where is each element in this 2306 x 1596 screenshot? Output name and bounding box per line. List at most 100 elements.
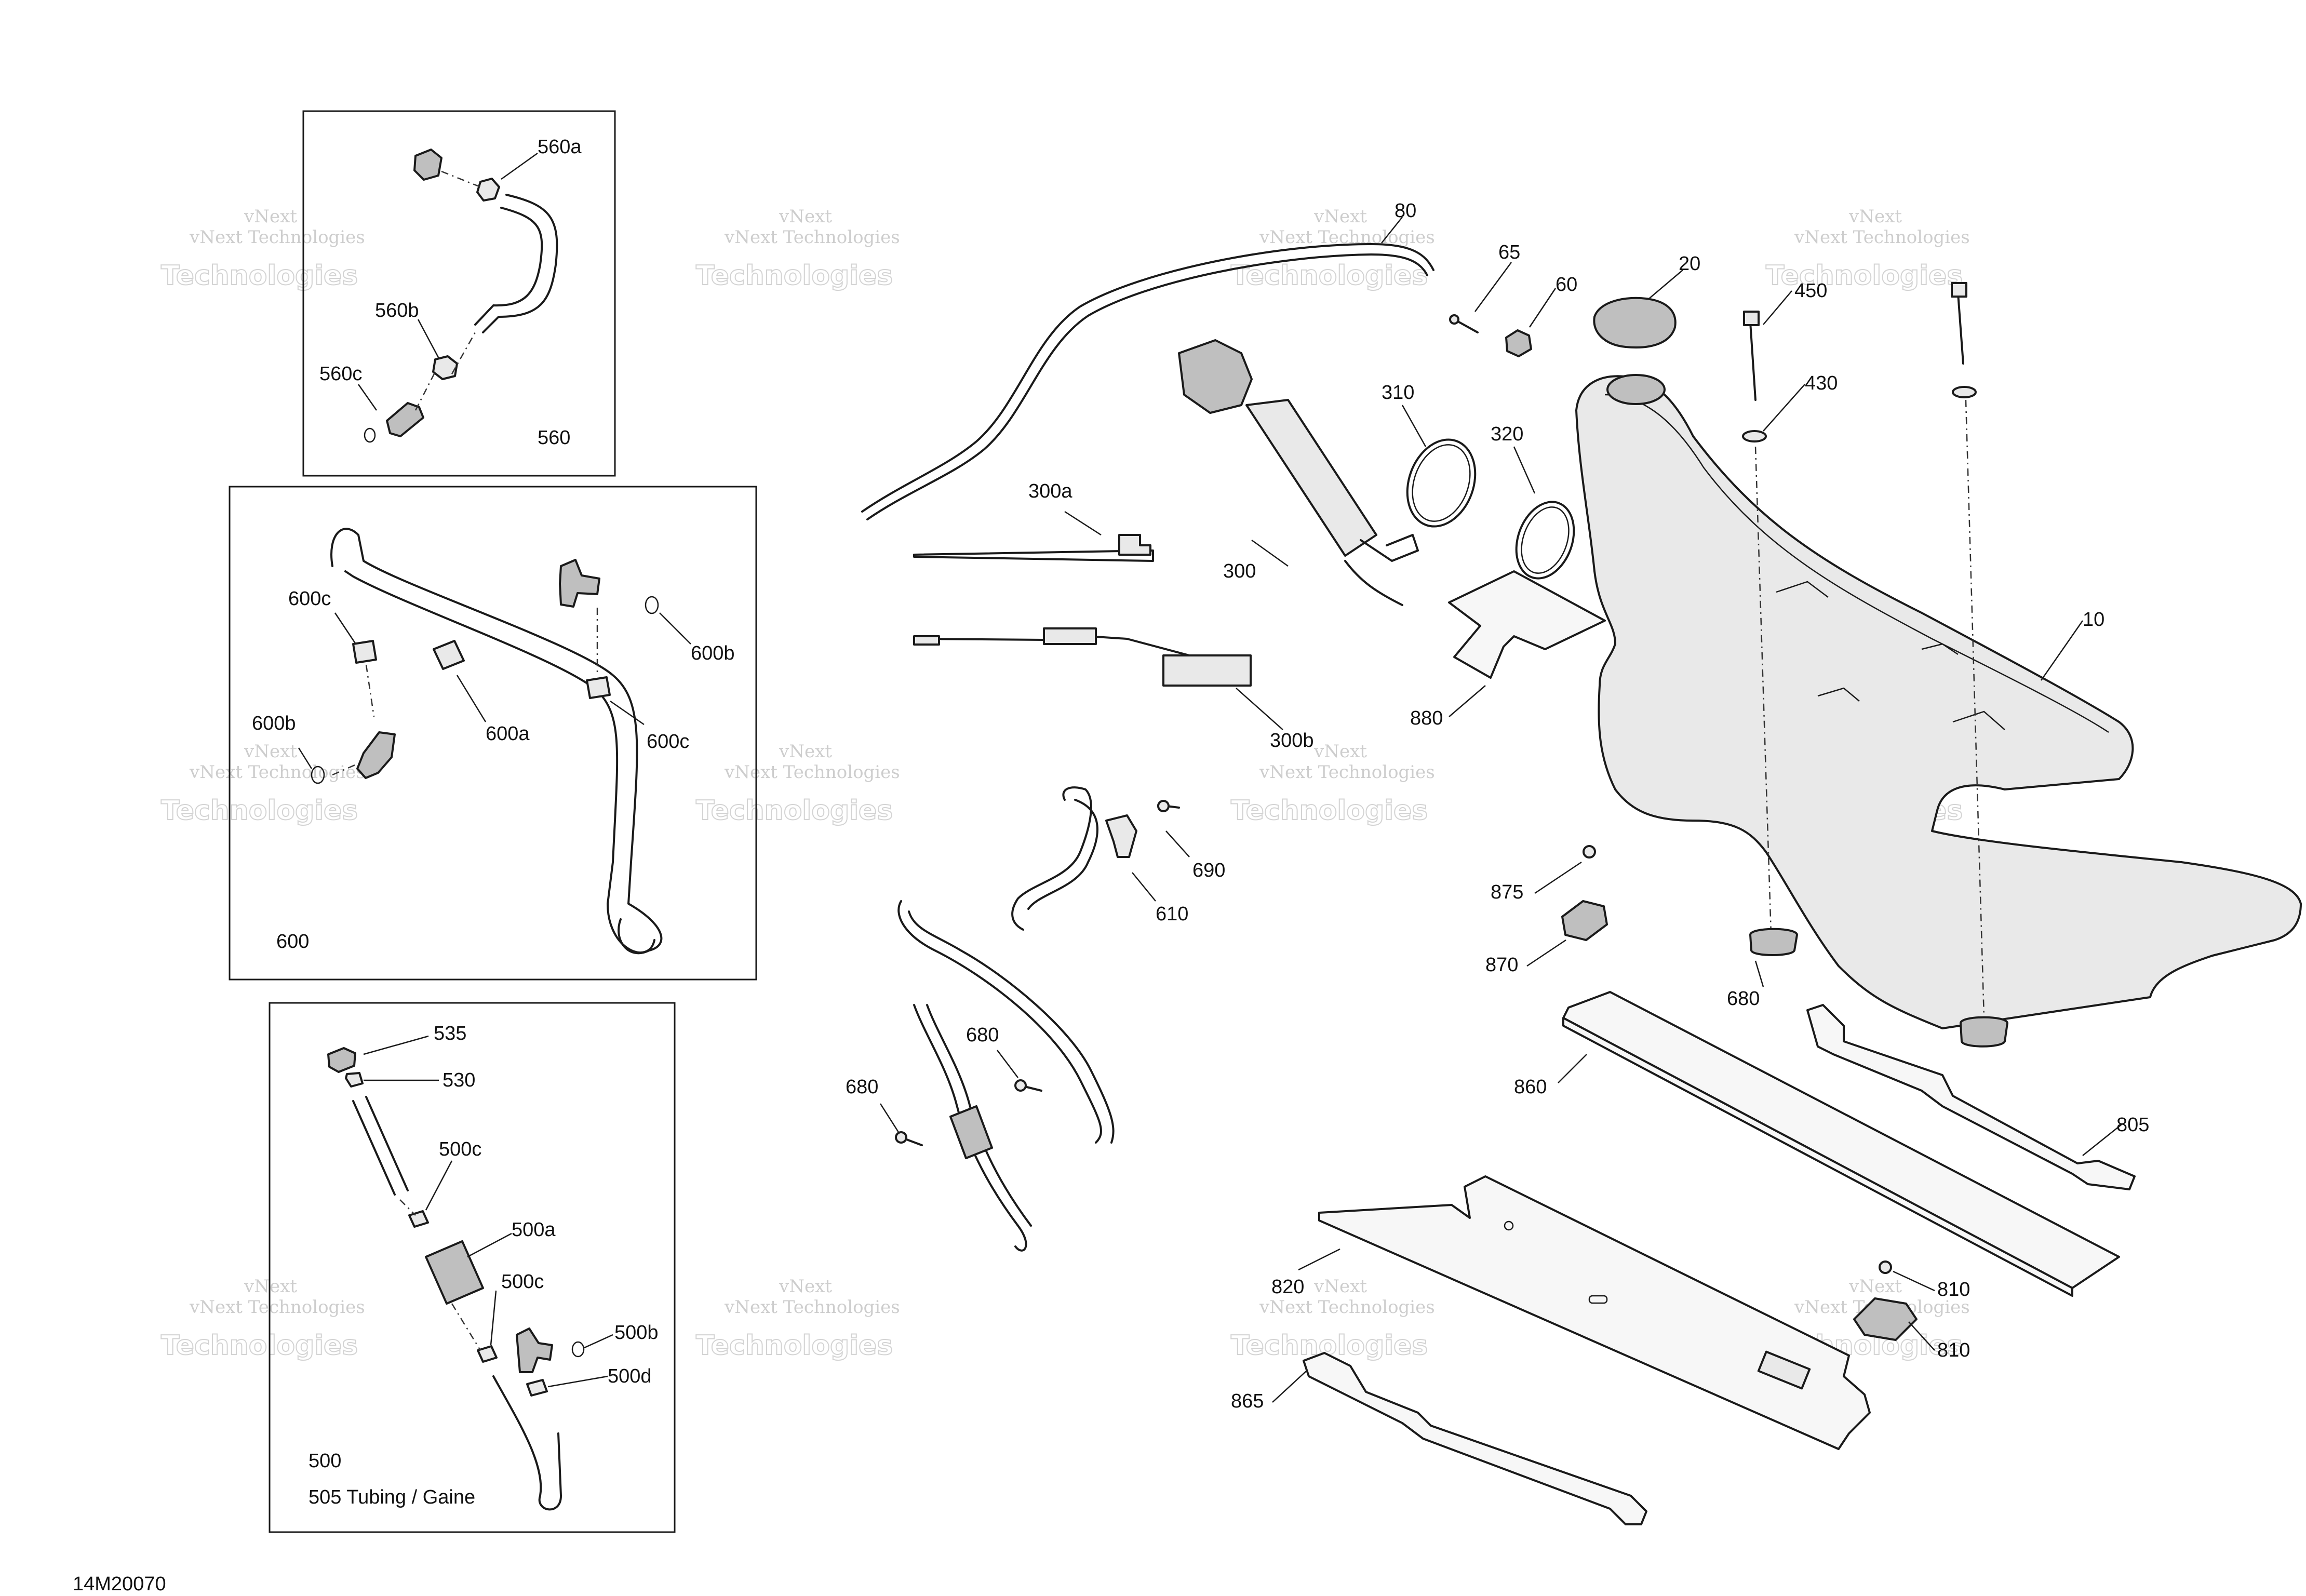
leader-820 [1893, 1270, 1935, 1292]
watermark: vNext vNext Technologies Technologies [1765, 206, 1970, 292]
part-690-screw-head [1157, 800, 1170, 812]
leader-450 [1763, 290, 1792, 325]
part-805-slot [1588, 1295, 1608, 1304]
watermark-line1: vNext [244, 1276, 297, 1297]
callout-610: 610 [1156, 903, 1188, 925]
watermark-line1: vNext [1313, 206, 1367, 227]
part-560c-valve [386, 402, 424, 437]
callout-860: 805 [2116, 1114, 2149, 1136]
leader-420 [1754, 960, 1764, 987]
leader-500b [584, 1334, 613, 1349]
watermark-line1: vNext [244, 206, 297, 227]
part-610-bracket [1105, 814, 1137, 858]
part-600-hose [330, 528, 663, 955]
watermark-line3: vNext Technologies [189, 227, 365, 248]
part-10-tank-ridge [1604, 394, 2109, 733]
watermark-line2: Technologies [1231, 795, 1428, 826]
leader-600b-left [298, 747, 313, 769]
leader-430 [1763, 384, 1805, 432]
part-500c-clamp-lower [477, 1345, 498, 1363]
callout-310: 310 [1382, 382, 1414, 404]
centerline [1754, 399, 1985, 1018]
callout-500: 500 [309, 1450, 341, 1472]
part-600a-sleeve [433, 640, 465, 670]
callout-600: 600 [276, 931, 309, 953]
callout-500b: 500b [614, 1322, 659, 1344]
part-560-hose-inner [474, 207, 543, 326]
part-300b-arm-bracket [1043, 627, 1097, 645]
leader-600c-left [334, 612, 357, 645]
drawing-number: 14M20070 [73, 1573, 166, 1595]
leader-535 [363, 1035, 429, 1055]
part-60-valve [1505, 329, 1532, 357]
part-300b-float-tip [913, 635, 940, 646]
part-805-cutout [1757, 1350, 1811, 1390]
main-assembly-center: 80 300a 300b 300 310 320 880 [846, 200, 1700, 1252]
leader-500c-top [425, 1160, 453, 1211]
part-600c-sleeve-right [586, 676, 611, 699]
callout-20: 20 [1679, 253, 1700, 275]
part-820-screw [1879, 1260, 1892, 1274]
leader-320 [1513, 446, 1536, 494]
leader-600c-right [610, 700, 645, 726]
part-800-plate [1562, 991, 2120, 1289]
callout-680: 680 [966, 1024, 999, 1046]
leader-800 [1558, 1054, 1587, 1083]
watermark-line2: Technologies [1766, 260, 1963, 291]
part-680-screw-head-left [895, 1131, 907, 1144]
part-680-main-hose [897, 900, 1102, 1144]
watermark-line3: vNext Technologies [1259, 762, 1435, 783]
callout-865: 865 [1231, 1390, 1264, 1412]
part-20-fuel-cap [1593, 297, 1677, 349]
callout-300a: 300a [1028, 480, 1072, 502]
part-310-lock-ring-inner [1412, 444, 1471, 522]
part-805-plate [1318, 1175, 1871, 1450]
part-600-hose-edge [344, 570, 655, 954]
callout-450: 450 [1794, 280, 1827, 302]
part-600-elbow-lower [356, 731, 396, 779]
part-535-elbow [327, 1047, 356, 1073]
leader-560a [501, 152, 538, 180]
part-320-gasket [1515, 501, 1575, 580]
leader-600b-right [659, 612, 691, 645]
callout-820: 810 [1937, 1279, 1970, 1300]
callout-500c: 500c [501, 1271, 544, 1293]
leader-610 [1132, 872, 1156, 902]
part-860-strip [1806, 1004, 2136, 1190]
watermark-line1: vNext [779, 206, 832, 227]
callout-600a: 600a [486, 723, 530, 745]
leader-310 [1401, 405, 1427, 447]
callout-300: 300 [1223, 560, 1256, 582]
leader-80 [1381, 217, 1403, 244]
watermark: vNext vNext Technologies Technologies [1230, 741, 1435, 827]
part-500d-clamp [526, 1379, 548, 1397]
part-800-plate-edge [1562, 1017, 2073, 1297]
callout-505: 505 Tubing / Gaine [309, 1486, 475, 1508]
part-680-screw-head-right [1014, 1079, 1027, 1092]
part-560-elbow-fitting [413, 149, 443, 181]
watermark-line3: vNext Technologies [724, 227, 900, 248]
callout-870: 870 [1485, 954, 1518, 976]
watermark-line1: vNext [244, 741, 297, 762]
leader-20 [1648, 270, 1683, 299]
part-500c-clamp-upper [408, 1210, 429, 1228]
part-600c-sleeve-left [352, 640, 377, 664]
main-assembly-tank: 10 450 430 680 875 870 860 805 [1231, 280, 2302, 1525]
part-10-tank-clips [1776, 581, 2005, 730]
centerline [399, 1199, 481, 1351]
part-680-lower-hose-edge [926, 1004, 1032, 1227]
callout-875: 875 [1491, 881, 1523, 903]
leader-500c-bot [490, 1290, 497, 1346]
part-530-clamp [345, 1072, 364, 1088]
callout-535: 535 [434, 1023, 466, 1044]
inset-frame [302, 110, 616, 477]
part-560c-washer [364, 427, 376, 443]
leader-560b [417, 319, 440, 359]
part-870-bracket [1561, 900, 1608, 941]
part-300a-sensor-rod [913, 549, 1154, 562]
callout-690: 690 [1192, 860, 1225, 881]
watermark-line2: Technologies [696, 1330, 893, 1361]
inset-box-560: 560a 560b 560c 560 [302, 110, 616, 477]
callout-420: 680 [1727, 988, 1760, 1010]
